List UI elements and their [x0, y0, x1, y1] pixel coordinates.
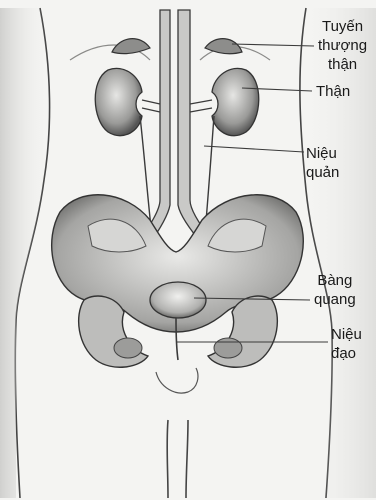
- label-kidney-line-1: Thận: [316, 82, 350, 101]
- label-ureter-line-1: Niệu: [306, 144, 339, 163]
- adrenal-gland-left: [112, 39, 150, 54]
- label-bladder: Bàng quang: [314, 271, 356, 309]
- label-adrenal-gland: Tuyến thượng thận: [318, 17, 367, 74]
- kidney-right: [212, 68, 259, 135]
- label-ureter: Niệu quản: [306, 144, 339, 182]
- kidney-left: [95, 68, 142, 135]
- bladder: [150, 282, 206, 318]
- renal-vessels: [142, 100, 212, 112]
- label-kidney: Thận: [316, 82, 350, 101]
- label-adrenal-line-2: thượng: [318, 36, 367, 55]
- label-bladder-line-1: Bàng: [314, 271, 356, 290]
- leader-ureter: [204, 146, 304, 152]
- adrenal-gland-right: [205, 39, 242, 54]
- label-bladder-line-2: quang: [314, 290, 356, 309]
- label-urethra: Niệu đạo: [331, 325, 362, 363]
- great-vessels: [140, 10, 212, 246]
- label-ureter-line-2: quản: [306, 163, 339, 182]
- genital-outline: [156, 368, 198, 393]
- label-adrenal-line-3: thận: [318, 55, 367, 74]
- label-adrenal-line-1: Tuyến: [318, 17, 367, 36]
- label-urethra-line-2: đạo: [331, 344, 362, 363]
- label-urethra-line-1: Niệu: [331, 325, 362, 344]
